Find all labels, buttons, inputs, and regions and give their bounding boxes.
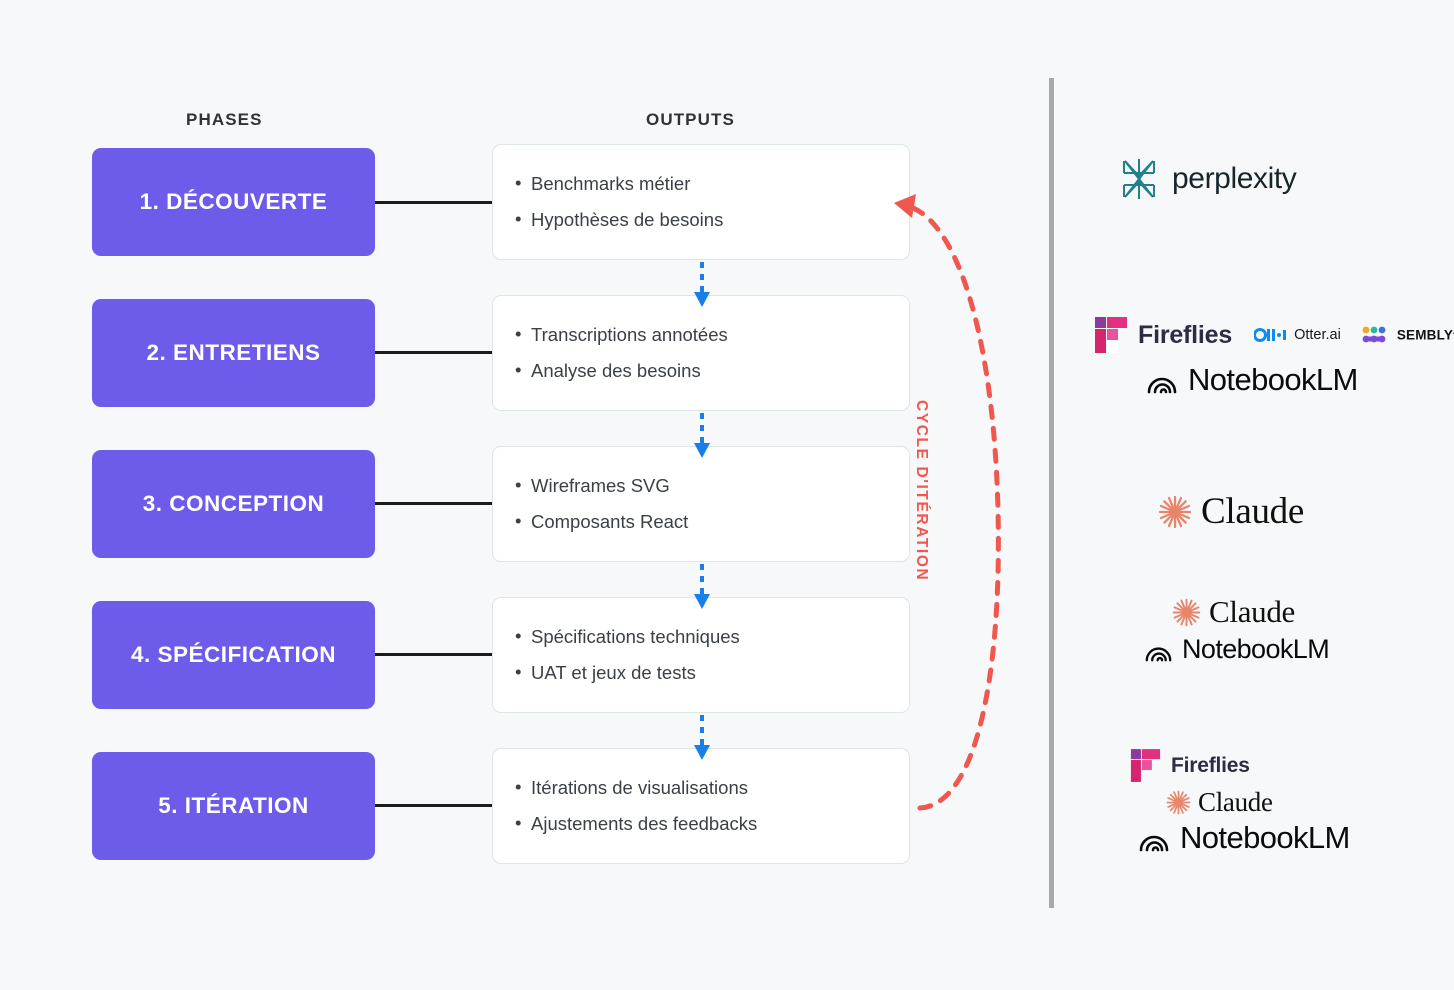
tool-group-specification: Claude NotebookLM — [1145, 594, 1330, 665]
phase-box-1[interactable]: 1. DÉCOUVERTE — [92, 148, 375, 256]
output-item: Wireframes SVG — [515, 474, 909, 497]
output-item: Benchmarks métier — [515, 172, 909, 195]
tool-group-discovery: perplexity — [1118, 155, 1297, 203]
tool-logo-notebooklm-spec[interactable]: NotebookLM — [1144, 634, 1330, 665]
notebooklm-icon — [1138, 823, 1170, 853]
perplexity-icon — [1118, 155, 1160, 203]
tool-group-conception: Claude — [1158, 490, 1304, 533]
notebooklm-label: NotebookLM — [1188, 362, 1358, 397]
otter-label: Otter.ai — [1294, 327, 1341, 343]
notebooklm-label: NotebookLM — [1180, 820, 1350, 855]
claude-label: Claude — [1209, 594, 1296, 629]
fireflies-icon — [1130, 748, 1161, 783]
tool-logo-claude-iteration[interactable]: Claude — [1166, 787, 1350, 818]
tool-logo-fireflies[interactable]: Fireflies — [1094, 316, 1232, 354]
tool-logo-notebooklm-interviews[interactable]: NotebookLM — [1146, 362, 1454, 398]
connector-line-2 — [375, 351, 493, 354]
phase-box-3[interactable]: 3. CONCEPTION — [92, 450, 375, 558]
claude-label: Claude — [1201, 491, 1305, 532]
tool-group-interviews: Fireflies Otter.ai — [1094, 316, 1454, 398]
tool-group-iteration: Fireflies Claude — [1130, 748, 1350, 856]
output-item: Ajustements des feedbacks — [515, 812, 909, 835]
output-item: Transcriptions annotées — [515, 323, 909, 346]
panel-divider — [1049, 78, 1054, 908]
claude-icon — [1166, 790, 1191, 815]
claude-icon — [1158, 495, 1192, 529]
phase-label-2: 2. ENTRETIENS — [146, 340, 321, 365]
flow-arrow-down-1 — [693, 262, 711, 308]
connector-line-3 — [375, 502, 493, 505]
column-header-phases: PHASES — [186, 110, 263, 129]
iteration-cycle-arrow — [894, 194, 1001, 811]
notebooklm-label: NotebookLM — [1182, 634, 1330, 664]
claude-icon — [1172, 598, 1201, 627]
flow-arrow-down-3 — [693, 564, 711, 610]
fireflies-label: Fireflies — [1138, 320, 1233, 349]
phase-box-5[interactable]: 5. ITÉRATION — [92, 752, 375, 860]
tool-logo-perplexity[interactable]: perplexity — [1118, 155, 1297, 203]
tool-row-transcription: Fireflies Otter.ai — [1094, 316, 1454, 354]
tool-logo-sembly[interactable]: SEMBLYAI — [1361, 325, 1454, 345]
phase-box-2[interactable]: 2. ENTRETIENS — [92, 299, 375, 407]
sembly-label: SEMBLYAI — [1397, 327, 1454, 343]
output-item: Spécifications techniques — [515, 625, 909, 648]
tool-logo-notebooklm-iteration[interactable]: NotebookLM — [1138, 820, 1350, 856]
column-header-outputs: OUTPUTS — [646, 110, 735, 129]
phase-label-1: 1. DÉCOUVERTE — [139, 189, 328, 214]
otter-icon — [1254, 327, 1288, 343]
flow-arrow-down-4 — [693, 715, 711, 761]
iteration-cycle-label: CYCLE D'ITÉRATION — [913, 400, 930, 582]
output-item: Analyse des besoins — [515, 359, 909, 382]
output-box-4[interactable]: Spécifications techniques UAT et jeux de… — [492, 597, 910, 713]
output-box-1[interactable]: Benchmarks métier Hypothèses de besoins — [492, 144, 910, 260]
tool-logo-claude-conception[interactable]: Claude — [1158, 490, 1304, 533]
sembly-icon — [1361, 325, 1391, 345]
output-item: Composants React — [515, 510, 909, 533]
phase-label-3: 3. CONCEPTION — [142, 491, 325, 516]
connector-line-4 — [375, 653, 493, 656]
notebooklm-icon — [1144, 636, 1173, 663]
output-item: UAT et jeux de tests — [515, 661, 909, 684]
phase-label-5: 5. ITÉRATION — [158, 793, 309, 818]
fireflies-label: Fireflies — [1171, 753, 1250, 777]
tool-logo-fireflies-iteration[interactable]: Fireflies — [1130, 748, 1350, 783]
fireflies-icon — [1094, 316, 1128, 354]
phase-label-4: 4. SPÉCIFICATION — [130, 642, 337, 667]
flow-arrow-down-2 — [693, 413, 711, 459]
tool-logo-claude-spec[interactable]: Claude — [1172, 594, 1329, 630]
notebooklm-icon — [1146, 365, 1178, 395]
phase-box-4[interactable]: 4. SPÉCIFICATION — [92, 601, 375, 709]
perplexity-label: perplexity — [1172, 162, 1297, 195]
tool-logo-otter[interactable]: Otter.ai — [1254, 327, 1341, 343]
output-box-3[interactable]: Wireframes SVG Composants React — [492, 446, 910, 562]
claude-label: Claude — [1198, 787, 1273, 817]
output-box-5[interactable]: Itérations de visualisations Ajustements… — [492, 748, 910, 864]
connector-line-5 — [375, 804, 493, 807]
output-item: Hypothèses de besoins — [515, 208, 909, 231]
connector-line-1 — [375, 201, 493, 204]
output-item: Itérations de visualisations — [515, 776, 909, 799]
output-box-2[interactable]: Transcriptions annotées Analyse des beso… — [492, 295, 910, 411]
